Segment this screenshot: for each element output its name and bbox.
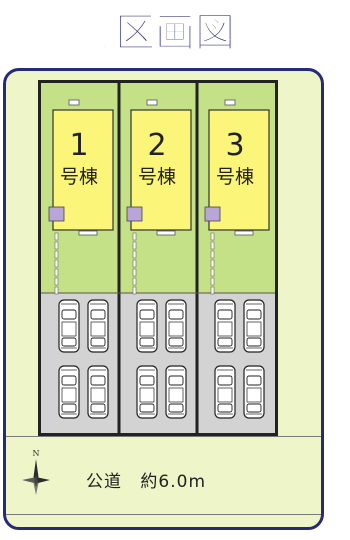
car-icon xyxy=(165,299,187,353)
car-icon xyxy=(214,365,236,419)
walkway-tile xyxy=(54,286,59,295)
road-width: 約6.0m xyxy=(140,472,207,492)
walkway-tile xyxy=(132,259,137,268)
walkway-tile xyxy=(210,232,215,241)
porch xyxy=(48,206,65,222)
building-label: 号棟 xyxy=(138,166,176,188)
page-title: 《区画図》 xyxy=(0,2,350,57)
step xyxy=(234,230,254,236)
road-name: 公道 xyxy=(86,472,122,492)
car-icon xyxy=(243,365,265,419)
walkway-tile xyxy=(54,277,59,286)
car-icon xyxy=(243,299,265,353)
road-edge-top xyxy=(6,436,321,437)
title-text: 《区画図》 xyxy=(75,10,275,56)
car-icon xyxy=(165,365,187,419)
walkway-tile xyxy=(132,286,137,295)
walkway-tile xyxy=(132,268,137,277)
car-icon xyxy=(58,299,80,353)
title-svg: 《区画図》 xyxy=(75,10,276,57)
road-label: 公道 約6.0m xyxy=(86,467,276,492)
car-icon xyxy=(87,299,109,353)
porch xyxy=(204,206,221,222)
step xyxy=(156,230,176,236)
building-number: 1 xyxy=(69,128,88,163)
walkway-tile xyxy=(210,250,215,259)
road-edge-bottom xyxy=(6,514,321,515)
walkway-tile xyxy=(54,259,59,268)
walkway-tile xyxy=(210,286,215,295)
lot-plan-svg: 1 号棟 2 号棟 3 号棟 xyxy=(41,83,275,433)
meter-box xyxy=(224,99,236,106)
walkway-tile xyxy=(132,250,137,259)
walkway-tile xyxy=(210,268,215,277)
walkway-tile xyxy=(132,232,137,241)
walkway-tile xyxy=(132,277,137,286)
walkway-tile xyxy=(54,268,59,277)
building-label: 号棟 xyxy=(60,166,98,188)
meter-box xyxy=(68,99,80,106)
building-number: 2 xyxy=(147,128,166,163)
car-icon xyxy=(214,299,236,353)
walkway-tile xyxy=(54,250,59,259)
step xyxy=(78,230,98,236)
car-icon xyxy=(136,299,158,353)
car-icon xyxy=(58,365,80,419)
compass-north-label: N xyxy=(33,449,40,458)
walkway-tile xyxy=(210,277,215,286)
meter-box xyxy=(146,99,158,106)
walkway-tile xyxy=(132,241,137,250)
car-icon xyxy=(136,365,158,419)
walkway-tile xyxy=(54,232,59,241)
parking-area xyxy=(41,293,275,433)
walkway-tile xyxy=(54,241,59,250)
walkway-tile xyxy=(210,241,215,250)
car-icon xyxy=(87,365,109,419)
building-number: 3 xyxy=(225,128,244,163)
compass-icon: N xyxy=(22,449,50,495)
walkway-tile xyxy=(210,259,215,268)
compass-rose: N xyxy=(18,447,54,499)
building-label: 号棟 xyxy=(216,166,254,188)
porch xyxy=(126,206,143,222)
lots-area: 1 号棟 2 号棟 3 号棟 xyxy=(38,80,278,436)
